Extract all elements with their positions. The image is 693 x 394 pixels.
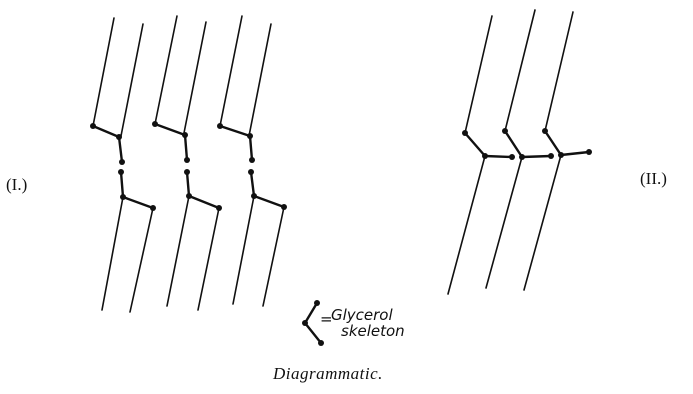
glycerol-carbon bbox=[217, 123, 223, 129]
glycerol-carbon bbox=[542, 128, 548, 134]
form-two-molecule-1 bbox=[447, 15, 515, 295]
glycerol-carbon bbox=[509, 154, 515, 160]
form-one-label: (I.) bbox=[6, 175, 28, 194]
fatty-acid-chain bbox=[464, 15, 493, 134]
fatty-acid-chain bbox=[166, 195, 190, 307]
glycerol-carbon bbox=[482, 153, 488, 159]
glycerol-skeleton bbox=[503, 129, 553, 159]
form-two-molecule-3 bbox=[523, 11, 592, 291]
fatty-acid-chain bbox=[183, 21, 207, 134]
glycerol-skeleton-legend-symbol: = bbox=[302, 300, 333, 346]
glycerol-carbon bbox=[182, 132, 188, 138]
fatty-acid-chain bbox=[219, 15, 243, 127]
fatty-acid-chain bbox=[523, 154, 562, 291]
form-one-molecule-1 bbox=[90, 17, 156, 313]
glycerol-carbon bbox=[116, 134, 122, 140]
fatty-acid-chain bbox=[120, 23, 144, 137]
glycerol-skeleton-upper bbox=[218, 124, 254, 162]
glycerol-carbon bbox=[152, 121, 158, 127]
form-two-label: (II.) bbox=[640, 169, 667, 188]
glycerol-carbon bbox=[184, 169, 190, 175]
fatty-acid-chain bbox=[92, 17, 115, 127]
form-one-molecule-3 bbox=[217, 15, 287, 307]
glycerol-skeleton-lower bbox=[185, 170, 221, 210]
glycerol-carbon bbox=[249, 157, 255, 163]
glycerol-carbon bbox=[519, 154, 525, 160]
figure-caption: Diagrammatic. bbox=[273, 364, 383, 383]
legend-text-line1: Glycerol bbox=[331, 306, 393, 324]
glycerol-skeleton-upper bbox=[153, 122, 189, 162]
form-two-molecule-2 bbox=[485, 9, 554, 289]
glycerol-skeleton bbox=[543, 129, 591, 157]
glycerol-carbon bbox=[586, 149, 592, 155]
fatty-acid-chain bbox=[485, 156, 523, 289]
glycerol-skeleton-lower bbox=[119, 170, 155, 210]
glycerol-carbon bbox=[558, 152, 564, 158]
fatty-acid-chain bbox=[154, 15, 178, 125]
glycerol-carbon bbox=[248, 169, 254, 175]
fatty-acid-chain bbox=[101, 196, 124, 311]
glycerol-carbon bbox=[90, 123, 96, 129]
fatty-acid-chain bbox=[262, 206, 285, 307]
glycerol-carbon bbox=[548, 153, 554, 159]
fatty-acid-chain bbox=[129, 207, 154, 313]
fatty-acid-chain bbox=[248, 23, 272, 137]
glycerol-carbon bbox=[184, 157, 190, 163]
fatty-acid-chain bbox=[504, 9, 536, 132]
glycerol-carbon bbox=[502, 128, 508, 134]
legend-equals-sign: = bbox=[320, 310, 333, 328]
fatty-acid-chain bbox=[197, 207, 220, 311]
glycerol-carbon bbox=[119, 159, 125, 165]
glycerol-skeleton-lower bbox=[249, 170, 286, 209]
glycerol-skeleton bbox=[463, 131, 514, 159]
legend-text-line2: skeleton bbox=[341, 322, 405, 340]
legend-text: Glycerol skeleton bbox=[331, 307, 405, 339]
fatty-acid-chain bbox=[447, 155, 486, 295]
fatty-acid-chain bbox=[544, 11, 574, 132]
glycerol-carbon bbox=[247, 133, 253, 139]
glycerol-carbon bbox=[118, 169, 124, 175]
glycerol-carbon bbox=[462, 130, 468, 136]
fatty-acid-chain bbox=[232, 195, 255, 305]
form-one-molecule-2 bbox=[152, 15, 222, 311]
glycerol-skeleton-upper bbox=[91, 124, 124, 164]
